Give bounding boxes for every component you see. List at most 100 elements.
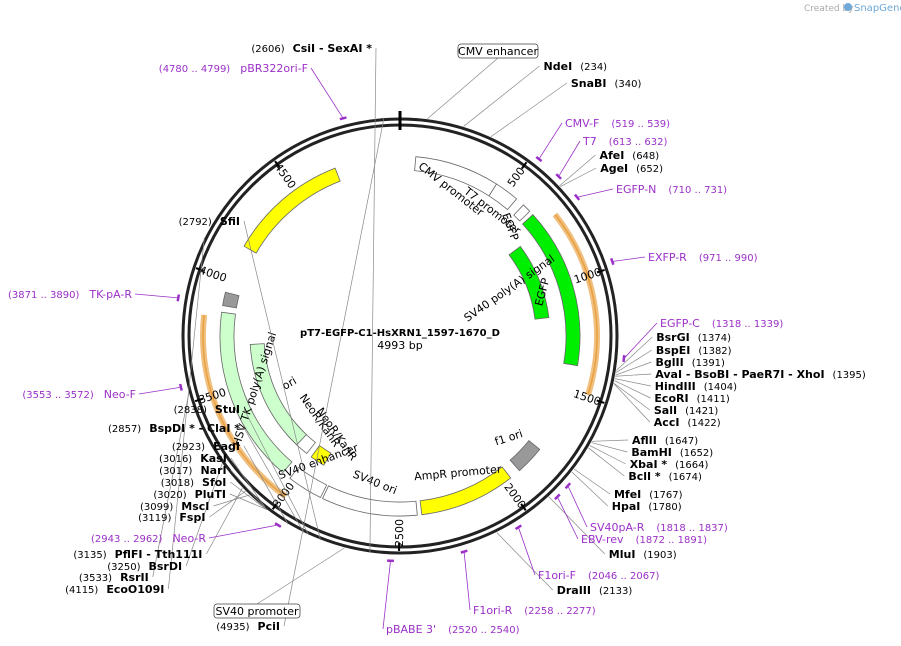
enzyme-position: (3099) (140, 502, 173, 513)
enzyme-label: (3119)FspI (138, 511, 205, 524)
enzyme-label: (2838)StuI (174, 403, 240, 416)
enzyme-position: (3016) (159, 454, 192, 465)
enzyme-leader-line (283, 117, 385, 627)
enzyme-name: SnaBI (571, 77, 607, 90)
primer-range: (613 .. 632) (609, 137, 668, 148)
primer-name: pBABE 3' (386, 623, 436, 636)
feature-arrow (289, 466, 328, 499)
enzyme-label: MluI(1903) (609, 548, 677, 561)
enzyme-label: BamHI(1652) (631, 446, 713, 459)
primer-mark (573, 193, 581, 201)
enzyme-label: BclI *(1674) (628, 470, 702, 483)
enzyme-label: SalI(1421) (654, 404, 719, 417)
enzyme-leader-line (209, 490, 246, 518)
primer-name: pBR322ori-F (240, 62, 308, 75)
enzyme-label: (4115)EcoO109I (65, 583, 164, 596)
enzyme-position: (3018) (161, 478, 194, 489)
enzyme-leader-line (614, 378, 651, 387)
enzyme-leader-line (243, 408, 310, 536)
enzyme-name: SfiI (220, 215, 240, 228)
enzyme-position: (648) (632, 151, 659, 162)
primer-mark (176, 294, 181, 302)
primer-leader-line (138, 386, 181, 395)
enzyme-leader-line (490, 82, 568, 138)
created-by-text: Created by (804, 4, 854, 14)
enzyme-sites: NdeI(234)SnaBI(340)AfeI(648)AgeI(652)Bsr… (65, 42, 866, 633)
enzyme-label: HindIII(1404) (655, 380, 737, 393)
primer-name: F1ori-F (538, 569, 576, 582)
enzyme-leader-line (230, 469, 267, 510)
tick-label: 1500 (572, 387, 603, 408)
orf-line (554, 214, 598, 396)
enzyme-leader-line (613, 382, 651, 411)
enzyme-position: (2923) (172, 442, 205, 453)
enzyme-position: (1780) (648, 502, 681, 513)
primer-name: EGFP-C (660, 317, 700, 330)
enzyme-position: (3135) (73, 550, 106, 561)
enzyme-position: (3533) (79, 573, 112, 584)
primer-leader-line (463, 551, 471, 611)
feature-arrow (488, 183, 518, 211)
feature-arrow (322, 485, 418, 517)
enzyme-name: AccI (654, 416, 680, 429)
primer-leader-line (518, 527, 536, 576)
enzyme-name: BsrDI (148, 560, 182, 573)
enzyme-leader-line (243, 220, 321, 541)
enzyme-position: (1411) (697, 394, 730, 405)
enzyme-name: AfeI (599, 149, 624, 162)
plasmid-name: pT7-EGFP-C1-HsXRN1_1597-1670_D (300, 328, 500, 339)
feature-arrow (419, 466, 512, 516)
primer-range: (710 .. 731) (668, 185, 727, 196)
boxed-label-text: CMV enhancer (458, 45, 538, 58)
enzyme-label: (3135)PflFI - Tth111I (73, 548, 202, 561)
enzyme-name: AvaI - BsoBI - PaeR7I - XhoI (655, 368, 824, 381)
enzyme-position: (1395) (833, 370, 866, 381)
enzyme-name: NdeI (544, 60, 573, 73)
feature-arrow (249, 343, 307, 446)
enzyme-name: EcoO109I (106, 583, 164, 596)
tick-mark (596, 399, 605, 404)
enzyme-label: (2792) SfiI (179, 215, 240, 228)
primer-mark (178, 383, 183, 391)
enzyme-label: AgeI(652) (600, 162, 663, 175)
primer-range: (3553 .. 3572) (22, 390, 94, 401)
enzyme-label: (2606)CsiI - SexAI * (251, 42, 372, 55)
enzyme-position: (1422) (687, 418, 720, 429)
orf-line (202, 314, 286, 497)
enzyme-label: (3018)SfoI (161, 476, 227, 489)
primer-range: (519 .. 539) (611, 119, 670, 130)
primer-label: F1ori-F(2046 .. 2067) (538, 569, 659, 582)
enzyme-leader-line (589, 445, 626, 465)
primer-leader-line (567, 485, 588, 528)
enzyme-position: (2792) (179, 217, 212, 228)
enzyme-name: EagI (213, 440, 240, 453)
primer-leader-line (557, 496, 579, 540)
enzyme-label: (3099)MscI (140, 500, 209, 513)
enzyme-name: RsrII (120, 571, 149, 584)
primer-range: (2520 .. 2540) (448, 625, 520, 636)
enzyme-label: AccI (1422) (654, 416, 721, 429)
tick-mark (520, 503, 527, 511)
primer-label: EGFP-C(1318 .. 1339) (660, 317, 783, 330)
primer-mark (535, 155, 543, 163)
feature-label: SV40 ori (351, 468, 399, 497)
feature-arrow (521, 214, 581, 367)
enzyme-name: KasI (200, 452, 227, 465)
feature-arrow (243, 167, 341, 254)
enzyme-leader-line (229, 493, 267, 510)
enzyme-leader-line (571, 471, 609, 507)
enzyme-name: BspDI * - ClaI * (149, 422, 240, 435)
primer-mark (622, 355, 626, 363)
enzyme-position: (1374) (698, 333, 731, 344)
enzyme-position: (1404) (704, 382, 737, 393)
enzyme-position: (1652) (680, 448, 713, 459)
tick-label: 4000 (198, 264, 229, 285)
primer-name: Neo-F (104, 388, 136, 401)
enzyme-position: (1674) (669, 472, 702, 483)
enzyme-name: PciI (258, 620, 280, 633)
enzyme-label: XbaI *(1664) (630, 458, 709, 471)
feature-arrow (219, 311, 293, 474)
primer-leader-line (134, 293, 179, 299)
primer-leader-line (577, 188, 614, 198)
primer-mark (564, 482, 572, 490)
